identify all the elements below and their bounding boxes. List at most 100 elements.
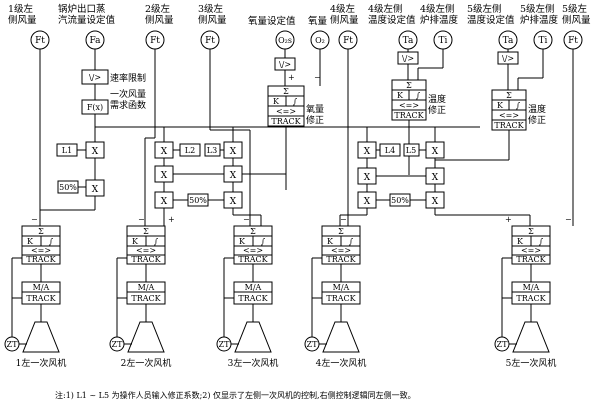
input-l5-label: L5: [406, 146, 416, 155]
fx-label: F(x): [87, 103, 103, 112]
fan2-k: K: [132, 237, 139, 246]
label-fan1-flow: 1级左侧风量: [8, 3, 37, 26]
o2-label: O₂: [315, 36, 325, 45]
multiplier-x12-label: X: [432, 173, 439, 183]
half-2-label: 50%: [189, 196, 207, 205]
zt-label-3: ZT: [219, 340, 231, 349]
fan1-ma: M/A: [33, 283, 50, 292]
fan4-track: TRACK: [326, 255, 356, 264]
fan1-icon: [22, 321, 60, 353]
oxygen-rate-limit-symbol: \/>: [279, 60, 291, 69]
fan4-ma: M/A: [333, 283, 350, 292]
multiplier-x6-label: X: [230, 171, 237, 181]
fan4-int: ∫: [349, 237, 354, 246]
fan4-icon: [322, 321, 360, 353]
temp5-correction-label: 温度修正: [528, 103, 546, 126]
oxygen-sym: <=>: [276, 107, 296, 116]
steam-demand-chain: \/> 速率限制 F(x) 一次风量需求函数: [81, 49, 480, 128]
fan5-k: K: [517, 237, 524, 246]
fan2-track: TRACK: [131, 255, 161, 264]
temp5-int: ∫: [516, 101, 521, 110]
fan3-ma: M/A: [245, 283, 262, 292]
temp5-sym: <=>: [499, 111, 519, 120]
half-3-label: 50%: [391, 196, 409, 205]
ti-label-5: Ti: [539, 36, 548, 46]
label-temp5-setpoint: 5级左侧温度设定值: [467, 3, 515, 26]
input-l3-label: L3: [207, 146, 217, 155]
fan5-icon: [512, 321, 550, 353]
multiplier-x14-label: X: [432, 197, 439, 207]
label-fan4-flow: 4级左侧风量: [330, 3, 359, 26]
zt-label-4: ZT: [307, 340, 319, 349]
fan3-minus: −: [243, 215, 250, 224]
ta-label-4: Ta: [403, 36, 414, 46]
fan-control-stacks: ΣK∫<=>TRACKM/ATRACKZT1左一次风机ΣK∫<=>TRACKM/…: [4, 225, 556, 369]
fan5-ma: M/A: [523, 283, 540, 292]
fan1-ma-track: TRACK: [26, 294, 56, 303]
multiplier-x2-label: X: [92, 185, 99, 195]
multiplier-x13-label: X: [364, 197, 371, 207]
oxygen-sigma: Σ: [283, 87, 289, 96]
ta-label-5: Ta: [503, 36, 514, 46]
temp5-sigma: Σ: [506, 91, 512, 100]
multiplier-x3-label: X: [161, 147, 168, 157]
fan3-int: ∫: [261, 237, 266, 246]
fan4-sym: <=>: [331, 246, 351, 255]
ft-label-5: Ft: [568, 36, 578, 46]
fan2-ma: M/A: [138, 283, 155, 292]
feedback-lines: − − + − − − +: [31, 49, 574, 226]
temp4-rate-limit-symbol: \/>: [402, 54, 414, 63]
fa-label: Fa: [90, 36, 102, 46]
temp5-rate-limit-symbol: \/>: [502, 54, 514, 63]
ft-label-1: Ft: [35, 36, 45, 46]
fan1-label: 1左一次风机: [16, 357, 67, 369]
fan5-plus: +: [505, 215, 512, 224]
fan5-sym: <=>: [521, 246, 541, 255]
fan1-int: ∫: [49, 237, 54, 246]
zt-label-2: ZT: [112, 340, 124, 349]
temp4-k: K: [397, 91, 404, 100]
zt-label-5: ZT: [497, 340, 509, 349]
label-furnace4-temp: 4级左侧炉排温度: [420, 3, 459, 26]
fan3-icon: [234, 321, 272, 353]
fan2-label: 2左一次风机: [121, 357, 172, 369]
label-fan2-flow: 2级左侧风量: [145, 3, 174, 26]
multiplier-x10-label: X: [432, 147, 439, 157]
label-fan3-flow: 3级左侧风量: [198, 3, 227, 26]
fan5-minus: −: [565, 215, 572, 224]
temp4-sigma: Σ: [406, 81, 412, 90]
label-boiler-steam-setpoint: 锅炉出口蒸汽流量设定值: [58, 3, 116, 26]
fan4-minus: −: [340, 215, 347, 224]
temp4-correction-label: 温度修正: [428, 93, 446, 116]
fan3-label: 3左一次风机: [228, 357, 279, 369]
oxygen-plus: +: [288, 73, 295, 82]
temp5-track: TRACK: [494, 121, 524, 130]
fan2-ma-track: TRACK: [131, 294, 161, 303]
oxygen-correction-label: 氧量修正: [306, 103, 324, 126]
label-oxygen-setpoint: 氧量设定值: [248, 15, 296, 27]
oxygen-correction-pid: \/> + − Σ K ∫ <=> TRACK 氧量修正: [267, 49, 324, 190]
multiplier-x11-label: X: [364, 173, 371, 183]
fan1-sym: <=>: [31, 246, 51, 255]
temp4-int: ∫: [416, 91, 421, 100]
transmitters: Ft Fa Ft Ft O₂s O₂ Ft Ta Ti Ta Ti Ft: [30, 30, 583, 50]
ft-label-3: Ft: [205, 36, 215, 46]
multiplier-x7-label: X: [161, 197, 168, 207]
input-l1-label: L1: [62, 146, 72, 155]
label-oxygen: 氧量: [308, 15, 328, 27]
fan2-sym: <=>: [136, 246, 156, 255]
demand-fn-label: 一次风量需求函数: [110, 88, 146, 111]
ti-label-4: Ti: [439, 36, 448, 46]
zt-label-1: ZT: [7, 340, 19, 349]
half-1-label: 50%: [59, 183, 77, 192]
oxygen-track: TRACK: [271, 117, 301, 126]
rate-limit-label: 速率限制: [110, 72, 146, 84]
fan2-minus: −: [138, 215, 145, 224]
fan2-plus: +: [168, 215, 175, 224]
multiplier-x9-label: X: [364, 147, 371, 157]
multiplier-x1-label: X: [92, 147, 99, 157]
fan4-ma-track: TRACK: [326, 294, 356, 303]
fan5-track: TRACK: [516, 255, 546, 264]
oxygen-k: K: [273, 97, 280, 106]
